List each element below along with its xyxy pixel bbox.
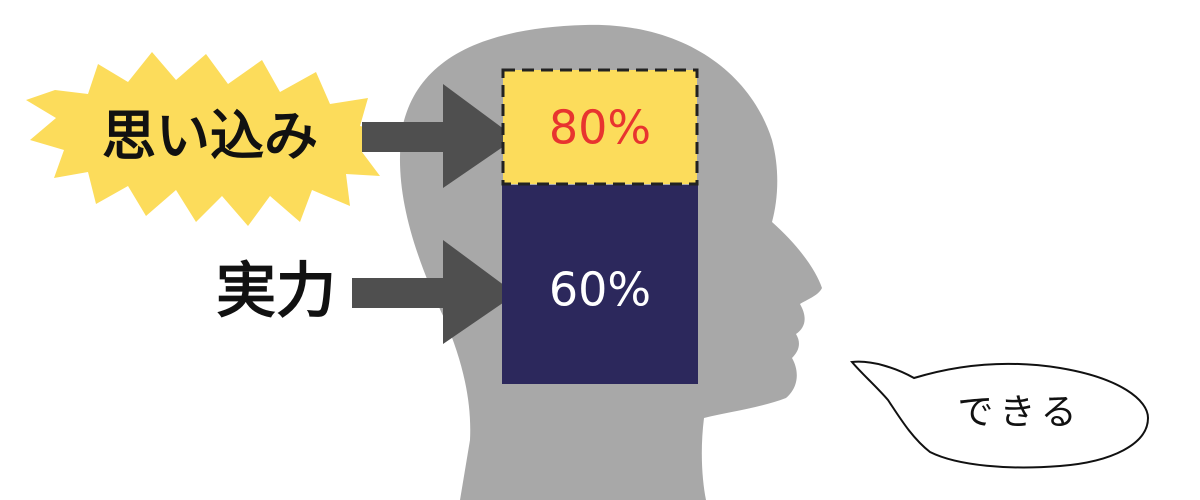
arrow-right-icon — [362, 84, 516, 188]
speech-text: できる — [957, 392, 1082, 433]
belief-percent: 80% — [549, 101, 651, 155]
belief-label: 思い込み — [102, 105, 318, 168]
speech-bubble-icon — [850, 360, 1150, 469]
arrow-right-icon — [352, 240, 516, 344]
belief-box — [501, 68, 699, 186]
ability-percent: 60% — [549, 263, 651, 317]
ability-label: 実力 — [216, 257, 336, 327]
starburst-icon — [26, 52, 388, 226]
ability-box — [502, 185, 698, 384]
